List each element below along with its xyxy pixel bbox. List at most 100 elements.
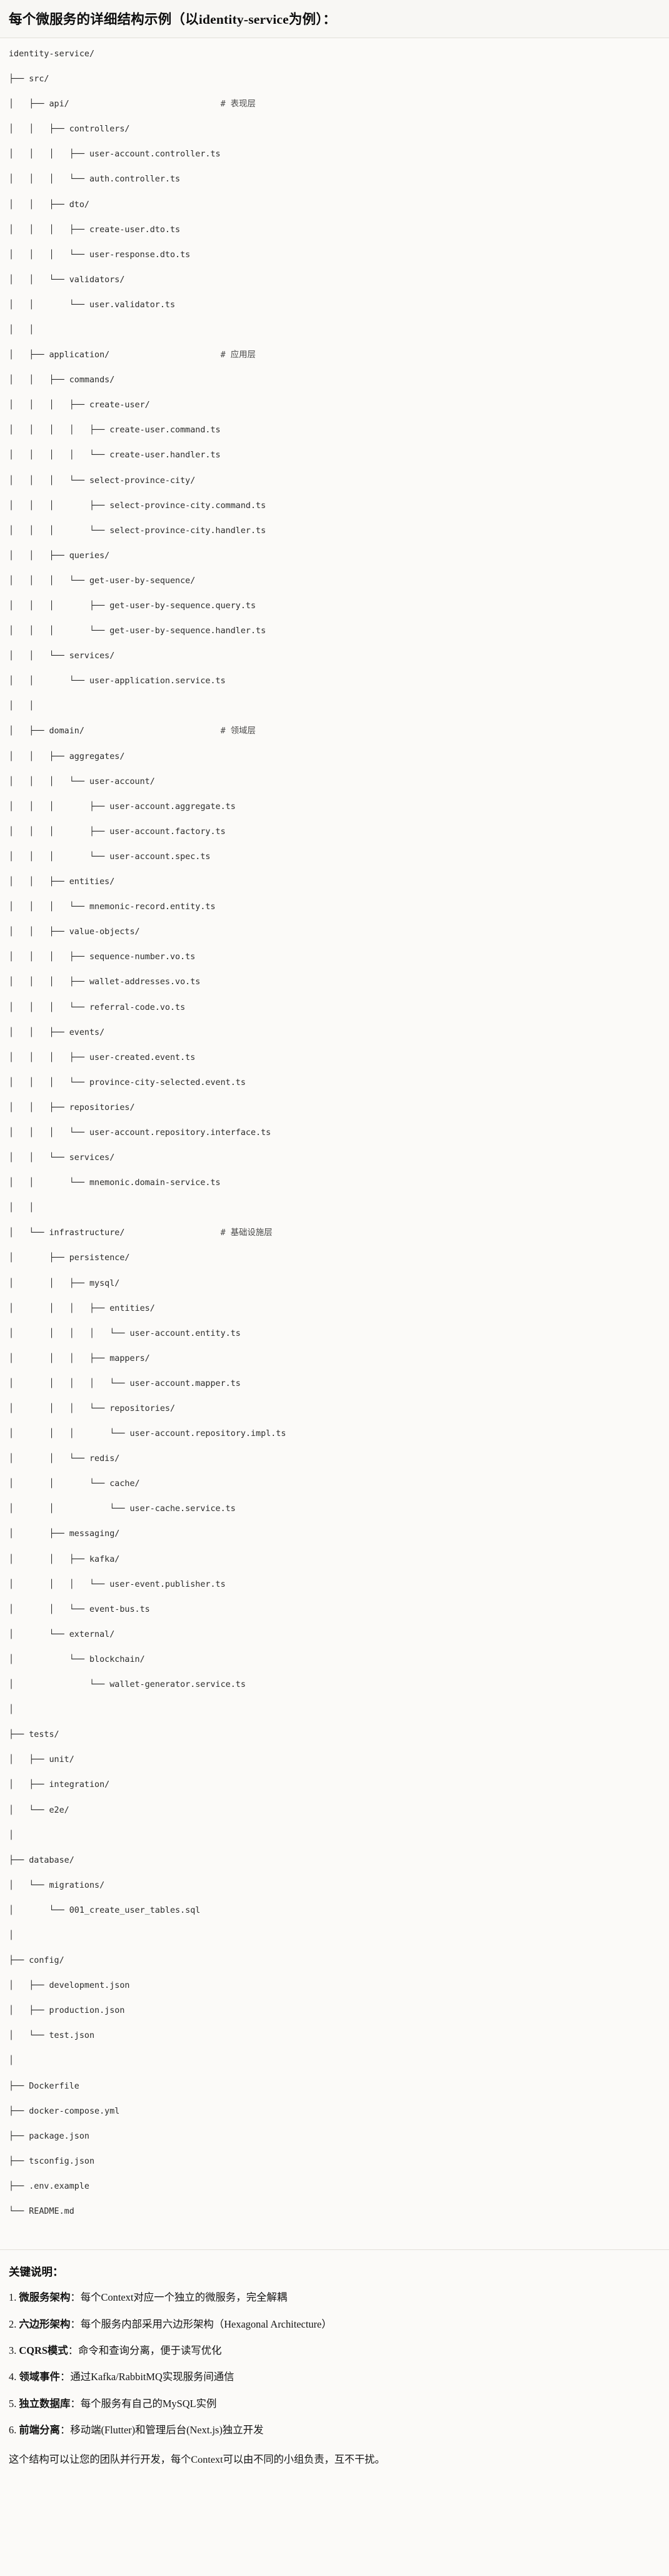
tree-row: │ │ └── event-bus.ts <box>9 1604 150 1614</box>
tree-row: │ │ │ ├── wallet-addresses.vo.ts <box>9 977 201 987</box>
page-title-service-name: identity-service <box>198 12 289 27</box>
key-note-label: 微服务架构 <box>19 2291 71 2304</box>
tree-row: │ │ │ ├── user-account.factory.ts <box>9 827 226 837</box>
key-note-number: 3. <box>9 2344 19 2356</box>
key-note-text: 命令和查询分离，便于读写优化 <box>78 2344 222 2356</box>
tree-row: │ ├── production.json <box>9 2006 125 2016</box>
tree-row: │ <box>9 2056 14 2066</box>
tree-row: │ │ │ ├── entities/ <box>9 1303 155 1313</box>
tree-row: │ │ └── validators/ <box>9 275 125 285</box>
key-note-separator: ： <box>59 2424 71 2436</box>
tree-row: │ │ │ └── select-province-city/ <box>9 476 196 486</box>
key-note-label: 前端分离 <box>19 2424 60 2436</box>
tree-row: │ └── external/ <box>9 1629 115 1639</box>
tree-row: │ ├── integration/ <box>9 1780 110 1790</box>
tree-row: │ <box>9 1830 14 1840</box>
tree-row-comment: # 表现层 <box>220 99 256 109</box>
page-title: 每个微服务的详细结构示例（以identity-service为例）： <box>9 11 660 29</box>
tree-row: │ │ │ │ ├── create-user.command.ts <box>9 425 221 435</box>
tree-row: │ │ ├── events/ <box>9 1027 105 1037</box>
tree-row: │ │ │ └── select-province-city.handler.t… <box>9 526 266 536</box>
key-note-separator: ： <box>70 2397 81 2410</box>
tree-row: │ │ │ └── repositories/ <box>9 1404 176 1413</box>
directory-tree: identity-service/ ├── src/ │ ├── api/ # … <box>9 48 660 2231</box>
tree-row: │ │ │ └── user-event.publisher.ts <box>9 1579 226 1589</box>
key-note-number: 5. <box>9 2397 19 2410</box>
page-title-prefix: 每个微服务的详细结构示例（以 <box>9 12 199 27</box>
tree-row: │ <box>9 1705 14 1715</box>
tree-row: │ │ └── cache/ <box>9 1479 140 1489</box>
tree-row: │ │ └── user-cache.service.ts <box>9 1504 236 1514</box>
tree-row: ├── docker-compose.yml <box>9 2106 120 2116</box>
tree-row-path: │ ├── application/ <box>9 350 221 360</box>
tree-row: │ │ ├── entities/ <box>9 877 115 887</box>
tree-row: │ │ ├── repositories/ <box>9 1102 135 1112</box>
tree-row: │ └── test.json <box>9 2031 95 2041</box>
key-note-item: 2. 六边形架构：每个服务内部采用六边形架构（Hexagonal Archite… <box>9 2316 660 2332</box>
tree-row: │ │ │ └── get-user-by-sequence/ <box>9 576 196 586</box>
tree-row: │ │ │ │ └── user-account.mapper.ts <box>9 1378 241 1388</box>
tree-row: ├── config/ <box>9 1956 64 1966</box>
tree-row: │ │ │ │ └── user-account.entity.ts <box>9 1328 241 1338</box>
key-note-text: 每个服务有自己的MySQL实例 <box>80 2397 217 2410</box>
tree-row: │ │ │ └── province-city-selected.event.t… <box>9 1077 246 1087</box>
tree-row: │ ├── application/ # 应用层 <box>9 349 660 362</box>
tree-row: │ └── migrations/ <box>9 1880 105 1890</box>
tree-row: │ │ │ │ └── create-user.handler.ts <box>9 451 221 461</box>
tree-row: │ │ ├── mysql/ <box>9 1278 120 1288</box>
key-note-number: 2. <box>9 2318 19 2330</box>
tree-row: │ │ │ └── auth.controller.ts <box>9 175 181 185</box>
page-title-suffix: 为例）： <box>288 12 336 27</box>
tree-row: │ │ │ └── user-account.repository.impl.t… <box>9 1429 286 1439</box>
key-note-label: 领域事件 <box>19 2371 60 2383</box>
tree-row: │ │ │ └── get-user-by-sequence.handler.t… <box>9 626 266 636</box>
tree-row: │ └── infrastructure/ # 基础设施层 <box>9 1227 660 1240</box>
key-note-text: 通过Kafka/RabbitMQ实现服务间通信 <box>70 2371 234 2383</box>
tree-row: │ │ └── services/ <box>9 1153 115 1163</box>
key-notes-footer: 这个结构可以让您的团队并行开发，每个Context可以由不同的小组负责，互不干扰… <box>9 2453 385 2465</box>
key-note-text: 每个Context对应一个独立的微服务，完全解耦 <box>80 2291 288 2304</box>
header-band: 每个微服务的详细结构示例（以identity-service为例）： <box>0 0 669 38</box>
tree-row: │ │ ├── controllers/ <box>9 125 130 135</box>
tree-row: │ │ │ └── user-account.spec.ts <box>9 852 211 862</box>
tree-row-path: │ ├── api/ <box>9 99 221 109</box>
tree-row: │ <box>9 1930 14 1940</box>
tree-row: ├── tsconfig.json <box>9 2156 95 2166</box>
tree-row: │ ├── development.json <box>9 1981 130 1991</box>
tree-row: │ │ <box>9 1203 34 1213</box>
tree-row: ├── src/ <box>9 74 49 84</box>
tree-row: │ │ │ ├── mappers/ <box>9 1353 150 1363</box>
key-note-separator: ： <box>70 2318 81 2330</box>
tree-row: │ │ │ ├── user-account.aggregate.ts <box>9 802 236 812</box>
tree-row: │ │ <box>9 325 34 335</box>
key-note-item: 4. 领域事件：通过Kafka/RabbitMQ实现服务间通信 <box>9 2369 660 2385</box>
tree-row: │ │ │ └── referral-code.vo.ts <box>9 1002 186 1012</box>
tree-row: │ ├── unit/ <box>9 1755 74 1765</box>
tree-row: │ │ │ ├── get-user-by-sequence.query.ts <box>9 601 256 611</box>
tree-row-comment: # 应用层 <box>220 350 256 360</box>
tree-row: ├── package.json <box>9 2131 89 2141</box>
key-note-label: CQRS模式 <box>19 2344 68 2356</box>
tree-row: │ │ └── mnemonic.domain-service.ts <box>9 1178 221 1188</box>
key-note-item: 5. 独立数据库：每个服务有自己的MySQL实例 <box>9 2396 660 2411</box>
key-note-text: 移动端(Flutter)和管理后台(Next.js)独立开发 <box>70 2424 264 2436</box>
tree-row: ├── database/ <box>9 1855 74 1865</box>
tree-row: │ │ ├── aggregates/ <box>9 751 125 761</box>
tree-row: │ │ ├── kafka/ <box>9 1554 120 1564</box>
tree-row: │ │ │ └── mnemonic-record.entity.ts <box>9 902 216 912</box>
tree-row: identity-service/ <box>9 49 95 59</box>
key-note-item: 3. CQRS模式：命令和查询分离，便于读写优化 <box>9 2343 660 2358</box>
key-note-label: 独立数据库 <box>19 2397 71 2410</box>
tree-row: │ │ │ └── user-account.repository.interf… <box>9 1128 271 1138</box>
key-note-number: 1. <box>9 2291 19 2304</box>
key-note-separator: ： <box>68 2344 79 2356</box>
key-note-number: 4. <box>9 2371 19 2383</box>
tree-row: │ └── wallet-generator.service.ts <box>9 1680 246 1690</box>
key-note-number: 6. <box>9 2424 19 2436</box>
tree-row: │ ├── domain/ # 领域层 <box>9 725 660 738</box>
tree-row: │ │ ├── commands/ <box>9 375 115 385</box>
tree-row-comment: # 基础设施层 <box>220 1228 273 1238</box>
tree-row: │ └── blockchain/ <box>9 1654 145 1664</box>
tree-row: │ ├── messaging/ <box>9 1529 120 1539</box>
